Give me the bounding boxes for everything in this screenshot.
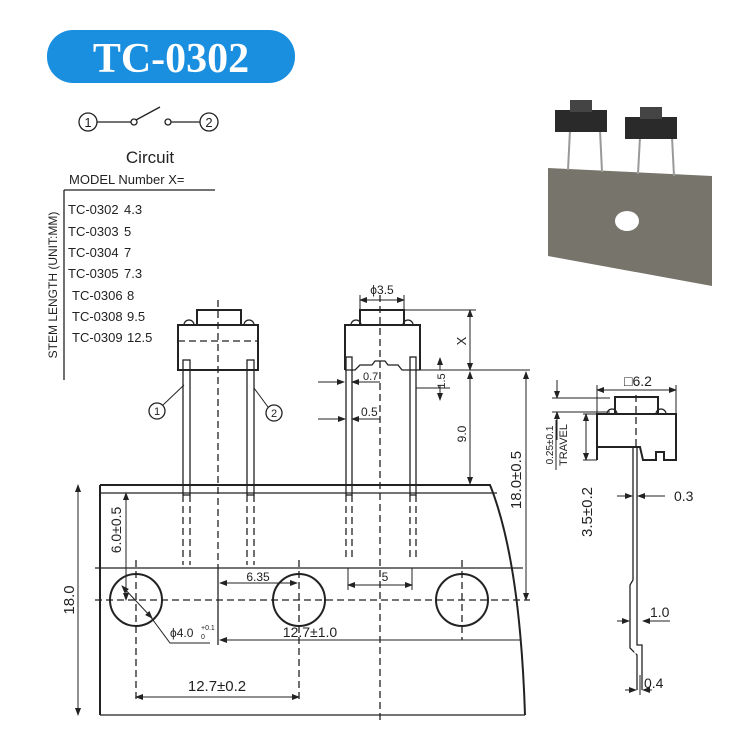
button-dia-label: ϕ3.5	[370, 283, 394, 297]
table-row: TC-0304 7	[68, 245, 131, 260]
travel-label: TRAVEL	[558, 424, 570, 466]
model_table-rows-6-x: 12.5	[127, 330, 152, 345]
tape-dimensions: 18.0 6.0±0.5 6.35 12.7±1.0 12.7±0.2 ϕ4.0…	[61, 484, 520, 716]
table-row: TC-0303 5	[68, 224, 131, 239]
standoff-label: 1.5	[436, 373, 448, 388]
model_table-rows-4-x: 8	[127, 288, 134, 303]
stem-x-label: X	[454, 336, 469, 345]
table-row: TC-0306 8	[72, 288, 134, 303]
lead-thickness-label: 0.3	[674, 488, 694, 504]
model-table-header: MODEL Number X=	[69, 172, 184, 187]
pin-to-hole-label: 6.0±0.5	[108, 506, 124, 553]
pin-length-label: 9.0	[455, 425, 469, 442]
hole-dia-label: ϕ4.0	[170, 626, 194, 640]
model_table-rows-3-model: TC-0305	[68, 266, 119, 281]
stem-length-axis-label: STEM LENGTH (UNIT:MM)	[46, 212, 60, 359]
title-badge: TC-0302	[47, 30, 295, 83]
offset-label: 6.35	[246, 570, 270, 584]
model_table-rows-3-x: 7.3	[124, 266, 142, 281]
hole-pitch-label: 12.7±0.2	[188, 678, 246, 695]
model_table-rows-4-model: TC-0306	[72, 288, 123, 303]
total-height-label: 18.0±0.5	[508, 451, 525, 509]
model_table-rows-0-model: TC-0302	[68, 202, 119, 217]
side-view-switch	[344, 295, 421, 720]
pitch-comp-label: 12.7±1.0	[283, 624, 338, 640]
model_table-rows-5-x: 9.5	[127, 309, 145, 324]
bend-width-label: 1.0	[650, 604, 670, 620]
front-pin1-label: 1	[154, 406, 160, 418]
product-photo	[548, 100, 712, 286]
pin-width-top-label: 0.7	[363, 371, 378, 383]
model_table-rows-0-x: 4.3	[124, 202, 142, 217]
title: TC-0302	[93, 36, 249, 82]
model_table-rows-2-model: TC-0304	[68, 245, 119, 260]
table-row: TC-0309 12.5	[72, 330, 152, 345]
model_table-rows-1-x: 5	[124, 224, 131, 239]
circuit-pin2: 2	[205, 115, 212, 130]
travel-value-label: 0.25±0.1	[545, 425, 556, 464]
body-size-label: □6.2	[624, 373, 652, 389]
table-row: TC-0305 7.3	[68, 266, 142, 281]
right-dimensions: □6.2 0.25±0.1 TRAVEL 3.5±0.2 0.3 1.0 0.4	[545, 373, 694, 695]
model-table: MODEL Number X= STEM LENGTH (UNIT:MM) TC…	[46, 172, 215, 380]
circuit-symbol: 1 2 Circuit	[78, 106, 219, 167]
circuit-label: Circuit	[126, 148, 174, 167]
hole-tol-minus: 0	[201, 634, 205, 641]
circuit-pin1: 1	[84, 115, 91, 130]
front-view-switch: 1 2	[148, 300, 283, 565]
right-view-switch	[596, 395, 677, 690]
model_table-rows-2-x: 7	[124, 245, 131, 260]
side-dimensions: ϕ3.5 X 1.5 0.7 0.5 9.0 18.0±0.5 5	[318, 283, 530, 601]
tape-width-label: 18.0	[61, 585, 78, 614]
front-pin2-label: 2	[271, 408, 277, 420]
table-row: TC-0302 4.3	[68, 202, 142, 217]
hole-tol-plus: +0.1	[201, 625, 215, 632]
carrier-tape	[95, 484, 530, 716]
model_table-rows-5-model: TC-0308	[72, 309, 123, 324]
pin-width-label: 0.5	[361, 405, 378, 419]
body-height-label: 3.5±0.2	[579, 487, 596, 537]
model_table-rows-1-model: TC-0303	[68, 224, 119, 239]
table-row: TC-0308 9.5	[72, 309, 145, 324]
model_table-rows-6-model: TC-0309	[72, 330, 123, 345]
pin-pitch-label: 5	[382, 570, 389, 584]
tape-thickness-label: 0.4	[644, 675, 664, 691]
